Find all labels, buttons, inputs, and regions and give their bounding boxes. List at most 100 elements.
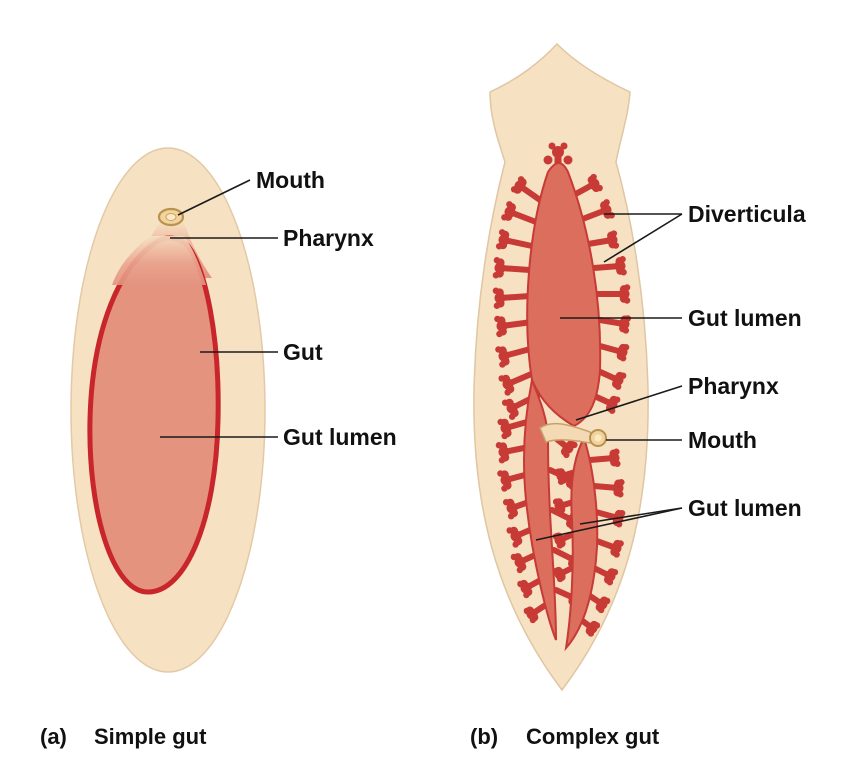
diverticulum-lobe <box>563 451 570 459</box>
diverticulum-lobe <box>498 457 506 464</box>
diverticulum-lobe <box>619 256 626 263</box>
diverticulum-lobe <box>493 257 501 264</box>
right-posterior-trunk <box>564 435 599 652</box>
diverticulum-lobe <box>556 542 564 549</box>
diverticulum-lobe <box>495 346 502 353</box>
diverticulum-lobe <box>608 212 615 219</box>
diverticulum-lobe <box>510 186 518 193</box>
diverticulum-lobe <box>596 184 603 192</box>
diverticulum-lobe <box>612 242 620 249</box>
diverticulum-lobe <box>556 575 564 583</box>
diverticulum-lobe <box>492 287 500 294</box>
diverticulum-lobe <box>501 399 509 406</box>
diverticulum-lobe <box>611 569 619 576</box>
diverticulum-lobe <box>548 142 556 150</box>
diverticulum-lobe <box>617 491 624 498</box>
diverticulum-lobe <box>622 327 630 334</box>
diverticulum-lobe <box>614 383 622 390</box>
diverticulum-lobe <box>516 566 524 574</box>
diverticulum-lobe <box>499 361 506 368</box>
simple-gut-fade <box>112 236 206 285</box>
diverticulum-lobe <box>617 540 624 547</box>
leader-gut-lumen-lower-1 <box>535 507 683 541</box>
diverticulum-lobe <box>508 413 516 420</box>
caption-complex-gut: Complex gut <box>526 724 660 749</box>
diverticulum-lobe <box>571 441 578 449</box>
diverticulum-lobe <box>554 468 562 475</box>
diverticulum-lobe <box>593 622 601 629</box>
diverticulum-lobe <box>560 142 568 150</box>
panel-b-complex-gut: Diverticula Gut lumen Pharynx Mouth Gut … <box>470 42 806 749</box>
diverticulum-lobe <box>501 214 508 221</box>
diverticulum-lobe <box>496 330 503 338</box>
diverticulum-lobe <box>502 499 510 506</box>
diverticulum-lobe <box>517 580 524 588</box>
diverticulum-lobe <box>493 302 501 309</box>
caption-simple-gut: Simple gut <box>94 724 207 749</box>
diverticulum-lobe <box>613 448 620 455</box>
diverticulum-lobe <box>512 541 519 548</box>
diverticulum-lobe <box>506 201 513 208</box>
diverticulum-lobe <box>587 630 595 637</box>
diverticulum-lobe <box>619 355 627 362</box>
diverticulum-lobe <box>497 418 504 426</box>
diverticulum-lobe <box>523 607 531 615</box>
diverticulum-lobe <box>501 485 508 492</box>
diverticulum-lobe <box>552 498 560 505</box>
panel-a-simple-gut: Mouth Pharynx Gut Gut lumen (a) Simple g… <box>40 147 397 749</box>
leader-pharynx-b <box>575 385 683 421</box>
label-diverticula: Diverticula <box>688 201 806 227</box>
diverticulum-lobe <box>603 597 611 605</box>
label-gut-lumen: Gut lumen <box>283 424 397 450</box>
caption-letter-b: (b) <box>470 724 498 749</box>
diverticulum-lobe <box>497 470 504 477</box>
diverticulum-lobe <box>495 243 503 250</box>
diverticulum-lobe <box>523 591 530 599</box>
leader-mouth <box>177 179 251 216</box>
leader-gut-lumen-lower-2 <box>579 507 683 525</box>
diverticulum-lobe <box>543 155 553 165</box>
diverticulum-lobe <box>494 315 501 323</box>
diverticulum-lobe <box>510 553 518 561</box>
leader-diverticula-2 <box>603 213 683 263</box>
diverticulum-lobe <box>623 297 631 304</box>
diverticulum-lobe <box>619 372 627 379</box>
diverticulum-lobe <box>603 199 610 206</box>
diverticulum-lobe <box>597 606 605 614</box>
diverticulum-lobe <box>498 375 505 382</box>
caption-letter-a: (a) <box>40 724 67 749</box>
diverticulum-lobe <box>504 389 511 396</box>
diverticulum-lobe <box>614 460 621 467</box>
diverticulum-lobe <box>590 173 597 181</box>
label-gut-lumen-lower: Gut lumen <box>688 495 802 521</box>
label-gut-lumen-upper: Gut lumen <box>688 305 802 331</box>
diverticulum-lobe <box>606 579 614 586</box>
diverticulum-lobe <box>610 230 618 237</box>
diverticulum-lobe <box>501 432 508 440</box>
anterior-gut-trunk <box>526 162 602 428</box>
diverticulum-lobe <box>563 155 573 165</box>
diverticulum-lobe <box>557 478 565 485</box>
diverticulum-lobe <box>555 508 563 515</box>
label-gut: Gut <box>283 339 323 365</box>
diverticulum-lobe <box>529 616 537 624</box>
diverticulum-lobe <box>506 527 513 534</box>
label-pharynx: Pharynx <box>283 225 374 251</box>
label-mouth-b: Mouth <box>688 427 757 453</box>
diverticulum-lobe <box>613 551 620 558</box>
diverticulum-lobe <box>618 479 625 486</box>
diverticulum-lobe <box>623 284 631 291</box>
diverticulum-lobe <box>620 269 627 276</box>
label-pharynx-b: Pharynx <box>688 373 779 399</box>
diverticulum-lobe <box>552 146 564 158</box>
diverticulum-lobe <box>498 229 506 236</box>
diverticulum-lobe <box>613 396 621 403</box>
diverticulum-lobe <box>622 344 630 351</box>
diverticulum-lobe <box>492 272 500 279</box>
diverticulum-lobe <box>495 442 503 449</box>
diverticulum-lobe <box>517 176 525 183</box>
diverticulum-lobe <box>507 513 515 520</box>
diverticulum-lobe <box>618 510 626 517</box>
label-mouth: Mouth <box>256 167 325 193</box>
